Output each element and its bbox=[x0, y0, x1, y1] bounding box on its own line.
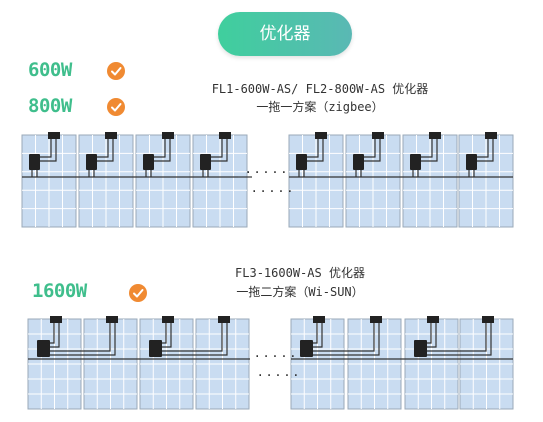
ellipsis-dots: · · · · · bbox=[255, 349, 295, 365]
check-circle-icon bbox=[107, 62, 125, 80]
junction-box bbox=[429, 132, 441, 139]
optimizer-box bbox=[353, 154, 364, 170]
cable bbox=[162, 323, 228, 356]
power-label-600w: 600W bbox=[28, 59, 72, 81]
cable bbox=[313, 323, 323, 348]
cable bbox=[50, 323, 111, 352]
cable bbox=[162, 323, 223, 352]
optimizer-box bbox=[143, 154, 154, 170]
junction-box bbox=[370, 316, 382, 323]
junction-box bbox=[219, 132, 231, 139]
cable bbox=[154, 139, 166, 158]
caption-bottom-line2: 一拖二方案（Wi-SUN） bbox=[236, 285, 364, 299]
check-circle-icon bbox=[107, 98, 125, 116]
cable bbox=[421, 139, 438, 162]
cable bbox=[50, 323, 60, 348]
cable bbox=[364, 139, 376, 158]
optimizer-box bbox=[466, 154, 477, 170]
optimizer-box bbox=[300, 340, 313, 357]
junction-box bbox=[315, 132, 327, 139]
optimizer-box bbox=[37, 340, 50, 357]
cable bbox=[50, 323, 116, 356]
cable bbox=[477, 139, 494, 162]
optimizer-box bbox=[414, 340, 427, 357]
cable bbox=[40, 139, 52, 158]
cable bbox=[162, 323, 172, 348]
caption-top-line1: FL1-600W-AS/ FL2-800W-AS 优化器 bbox=[211, 82, 429, 96]
junction-box bbox=[427, 316, 439, 323]
optimizer-box bbox=[200, 154, 211, 170]
cable bbox=[97, 139, 114, 162]
cable bbox=[211, 139, 228, 162]
cable bbox=[313, 323, 380, 356]
cable bbox=[427, 323, 487, 352]
ellipsis-dots: · · · · · bbox=[258, 368, 298, 384]
optimizer-box bbox=[296, 154, 307, 170]
optimizer-box bbox=[29, 154, 40, 170]
cable bbox=[162, 323, 167, 344]
cable bbox=[211, 139, 223, 158]
cable bbox=[307, 139, 319, 158]
optimizer-box bbox=[149, 340, 162, 357]
junction-box bbox=[48, 132, 60, 139]
junction-box bbox=[482, 316, 494, 323]
cable bbox=[97, 139, 109, 158]
cable bbox=[427, 323, 437, 348]
title-pill: 优化器 bbox=[218, 12, 352, 56]
cable bbox=[427, 323, 432, 344]
junction-box bbox=[106, 316, 118, 323]
ellipsis-dots: · · · · · bbox=[246, 165, 286, 181]
cable bbox=[313, 323, 318, 344]
power-label-1600w: 1600W bbox=[32, 280, 87, 302]
cable bbox=[364, 139, 381, 162]
junction-box bbox=[162, 132, 174, 139]
optimizer-box bbox=[410, 154, 421, 170]
cable bbox=[50, 323, 55, 344]
cable bbox=[154, 139, 171, 162]
junction-box bbox=[50, 316, 62, 323]
caption-top-line2: 一拖一方案（zigbee） bbox=[256, 100, 384, 114]
ellipsis-dots: · · · · · bbox=[252, 184, 292, 200]
junction-box bbox=[372, 132, 384, 139]
junction-box bbox=[105, 132, 117, 139]
junction-box bbox=[313, 316, 325, 323]
cable bbox=[421, 139, 433, 158]
cable bbox=[40, 139, 57, 162]
caption-bottom-line1: FL3-1600W-AS 优化器 bbox=[235, 266, 365, 280]
cable bbox=[477, 139, 489, 158]
junction-box bbox=[162, 316, 174, 323]
check-circle-icon bbox=[129, 284, 147, 302]
power-label-800w: 800W bbox=[28, 95, 72, 117]
cable bbox=[313, 323, 375, 352]
cable bbox=[307, 139, 324, 162]
cable bbox=[427, 323, 492, 356]
junction-box bbox=[485, 132, 497, 139]
optimizer-box bbox=[86, 154, 97, 170]
junction-box bbox=[218, 316, 230, 323]
